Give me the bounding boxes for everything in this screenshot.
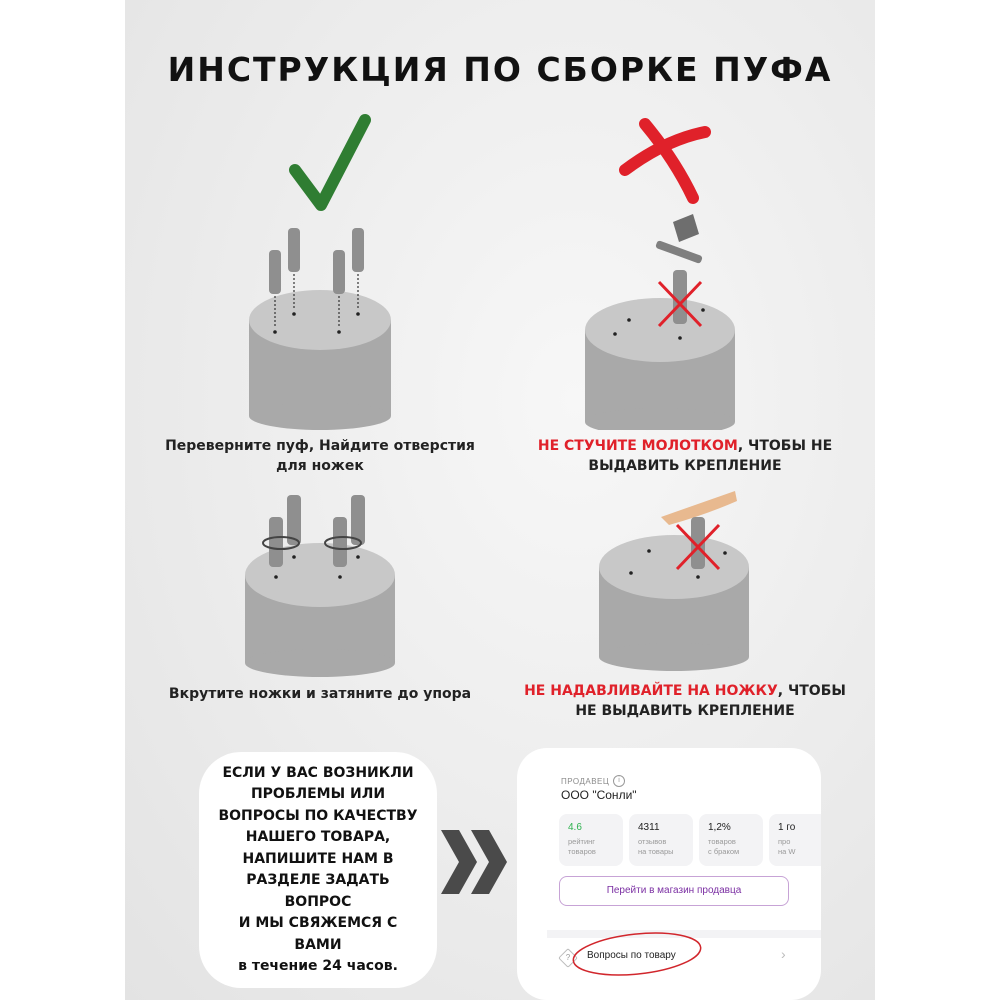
step4-illustration: [599, 491, 749, 671]
pouf-top: [245, 543, 395, 607]
seller-name[interactable]: ООО "Сонли": [561, 788, 637, 802]
pouf-bottom: [249, 402, 391, 430]
double-chevron-icon: [441, 830, 507, 894]
step1-illustration: [249, 114, 391, 430]
contact-text: ЕСЛИ У ВАС ВОЗНИКЛИ ПРОБЛЕМЫ ИЛИ ВОПРОСЫ…: [218, 764, 418, 975]
pouf-bottom: [585, 408, 735, 430]
cross-mark: [675, 523, 721, 571]
pouf-bottom: [245, 649, 395, 677]
step4-caption: НЕ НАДАВЛИВАЙТЕ НА НОЖКУ, ЧТОБЫ НЕ ВЫДАВ…: [524, 683, 846, 719]
page-title: ИНСТРУКЦИЯ ПО СБОРКЕ ПУФА: [167, 50, 833, 89]
pouf-top: [249, 290, 391, 350]
go-to-store-button[interactable]: Перейти в магазин продавца: [559, 876, 789, 906]
step3-caption: Вкрутите ножки и затяните до упора: [168, 686, 472, 702]
pouf-top: [585, 298, 735, 362]
leg: [673, 270, 687, 324]
hammer-icon: [655, 214, 703, 264]
seller-label: ПРОДАВЕЦ i: [561, 775, 626, 787]
step1-caption: Переверните пуф, Найдите отверстия для н…: [165, 438, 475, 474]
cross-icon: [619, 118, 711, 204]
highlight-circle: [572, 932, 702, 976]
arrows: [274, 274, 359, 328]
info-icon[interactable]: i: [613, 775, 626, 787]
step3-illustration: [245, 495, 395, 677]
cross-mark: [657, 280, 703, 328]
step2-caption: НЕ СТУЧИТЕ МОЛОТКОМ, ЧТОБЫ НЕ ВЫДАВИТЬ К…: [537, 438, 833, 474]
divider: [547, 930, 821, 938]
leg: [691, 517, 705, 569]
step2-illustration: [585, 118, 735, 430]
pouf-bottom: [599, 643, 749, 671]
rotate-arrows: [262, 536, 362, 550]
questions-label[interactable]: Вопросы по товару: [587, 950, 676, 961]
pouf-top: [599, 535, 749, 599]
contact-bubble: ЕСЛИ У ВАС ВОЗНИКЛИ ПРОБЛЕМЫ ИЛИ ВОПРОСЫ…: [199, 752, 437, 988]
instruction-sheet: ИНСТРУКЦИЯ ПО СБОРКЕ ПУФА: [125, 0, 875, 1000]
chevron-right-icon: ›: [781, 946, 786, 962]
check-icon: [289, 114, 371, 211]
legs: [269, 228, 364, 294]
hand-icon: [661, 491, 737, 525]
legs: [269, 495, 365, 567]
